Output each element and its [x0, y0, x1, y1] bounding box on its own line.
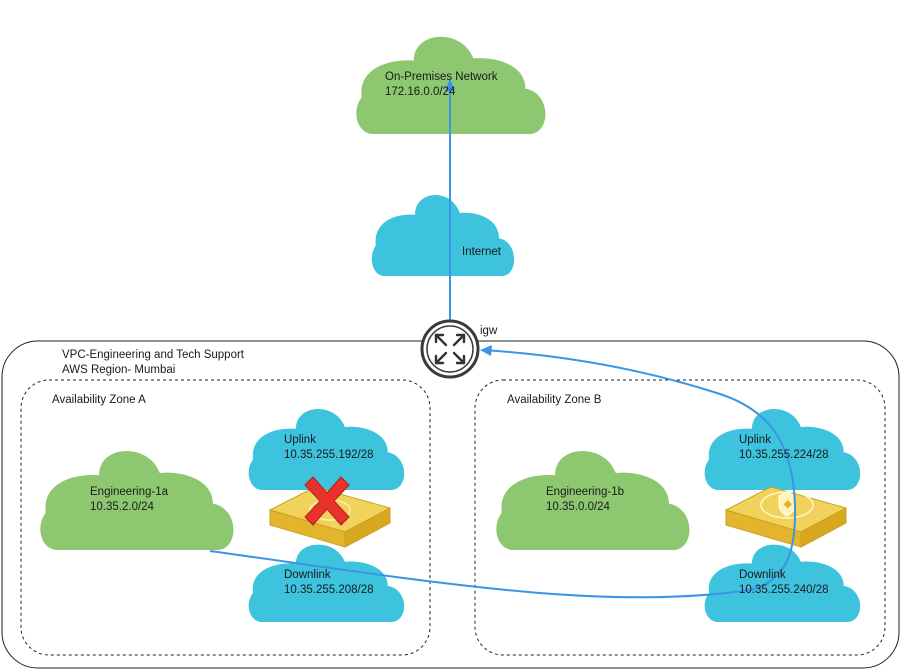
engineering-1b-label: Engineering-1b 10.35.0.0/24	[546, 485, 624, 515]
vpc-region: AWS Region- Mumbai	[62, 364, 176, 376]
engineering-1b-cidr: 10.35.0.0/24	[546, 501, 610, 513]
engineering-1a-cidr: 10.35.2.0/24	[90, 501, 154, 513]
igw-text: igw	[480, 325, 498, 337]
arrowhead-to-onprem	[445, 78, 455, 91]
zone-b-label: Availability Zone B	[507, 393, 601, 408]
internet-cloud	[371, 194, 515, 276]
availability-zone-a-boundary	[20, 379, 431, 656]
zone-b-name: Availability Zone B	[507, 394, 602, 406]
engineering-1b-name: Engineering-1b	[546, 486, 625, 498]
zone-a-label: Availability Zone A	[52, 393, 146, 408]
internet-label: Internet	[462, 245, 501, 260]
uplink-b-label: Uplink 10.35.255.224/28	[739, 433, 829, 463]
onprem-name: On-Premises Network	[385, 71, 498, 83]
uplink-a-name: Uplink	[284, 434, 316, 446]
onprem-cidr: 172.16.0.0/24	[385, 86, 456, 98]
vpc-name: VPC-Engineering and Tech Support	[62, 349, 244, 361]
igw-label: igw	[480, 324, 497, 339]
shield-icon	[760, 491, 814, 519]
uplink-b-cidr: 10.35.255.224/28	[739, 449, 829, 461]
downlink-a-label: Downlink 10.35.255.208/28	[284, 568, 374, 598]
arrowhead-to-igw	[480, 345, 492, 356]
onprem-label: On-Premises Network 172.16.0.0/24	[385, 70, 497, 100]
zone-a-name: Availability Zone A	[52, 394, 146, 406]
uplink-a-cidr: 10.35.255.192/28	[284, 449, 374, 461]
connector-engineering-1a-to-downlink-b	[209, 349, 797, 599]
internet-name: Internet	[462, 246, 501, 258]
availability-zone-b-boundary	[474, 379, 886, 656]
uplink-b-name: Uplink	[739, 434, 771, 446]
engineering-1a-name: Engineering-1a	[90, 486, 169, 498]
uplink-a-label: Uplink 10.35.255.192/28	[284, 433, 374, 463]
downlink-a-name: Downlink	[284, 569, 331, 581]
engineering-1a-label: Engineering-1a 10.35.2.0/24	[90, 485, 168, 515]
downlink-b-label: Downlink 10.35.255.240/28	[739, 568, 829, 598]
downlink-b-name: Downlink	[739, 569, 786, 581]
downlink-b-cidr: 10.35.255.240/28	[739, 584, 829, 596]
downlink-a-cidr: 10.35.255.208/28	[284, 584, 374, 596]
router-icon	[420, 319, 480, 379]
vpc-title: VPC-Engineering and Tech Support AWS Reg…	[62, 348, 244, 378]
x-mark-icon	[304, 476, 350, 526]
